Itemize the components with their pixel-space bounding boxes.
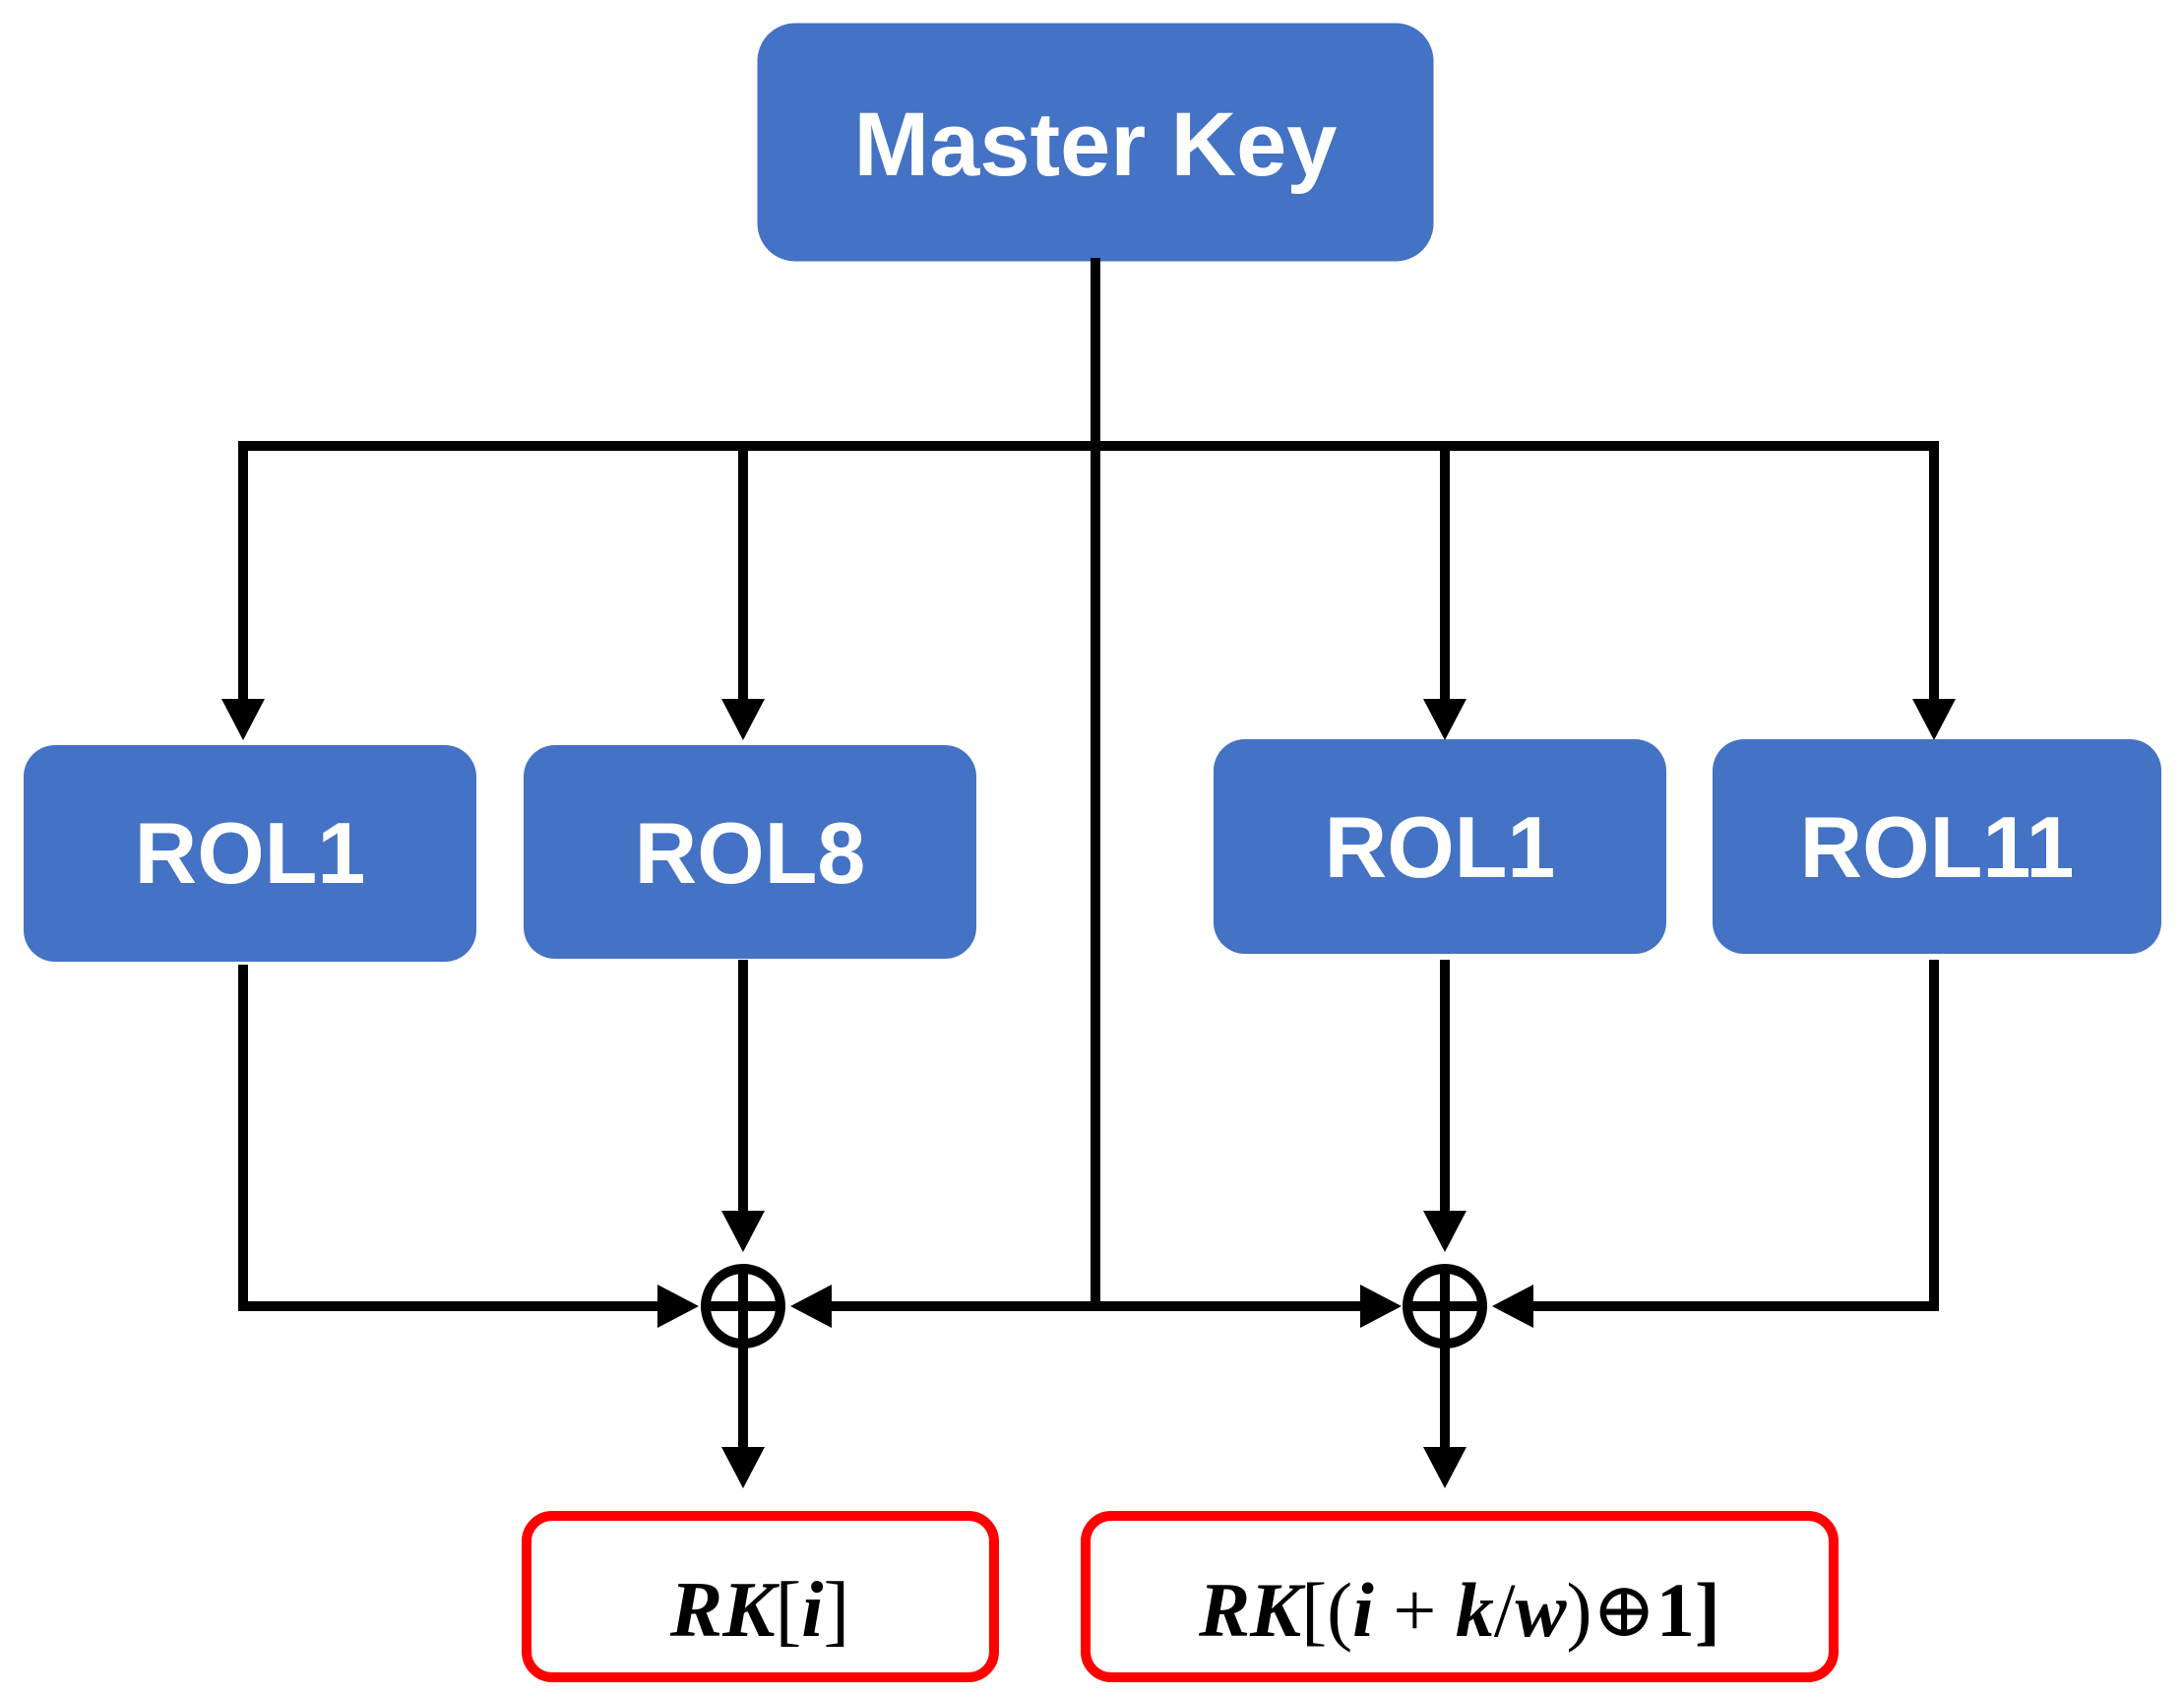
rol1-left-box: ROL1 <box>24 745 476 962</box>
arrowhead-trunk-xor-right <box>1360 1285 1402 1328</box>
rol1-left-label: ROL1 <box>135 804 366 902</box>
output-right-piece: ⊕ <box>1592 1567 1656 1653</box>
xor-right-icon <box>1403 1264 1487 1349</box>
rol1-right-label: ROL1 <box>1325 798 1556 896</box>
arrowhead-rol1-right <box>1423 699 1466 740</box>
output-right-piece: ) <box>1567 1567 1592 1653</box>
output-right-piece: i <box>1352 1567 1374 1653</box>
output-left-box: RK[i] <box>522 1511 999 1682</box>
output-right-piece: [( <box>1301 1567 1352 1653</box>
rol1-left-to-xor <box>238 965 664 1311</box>
arrowhead-rol8-xor <box>721 1211 765 1252</box>
rol8-box: ROL8 <box>524 745 976 959</box>
output-left-formula: RK[i] <box>669 1567 849 1654</box>
output-right-piece: k <box>1456 1567 1494 1653</box>
arrowhead-rol1r-xor <box>1423 1211 1466 1252</box>
connector-lines <box>238 258 1939 1452</box>
arrowhead-rol1-left <box>221 699 265 740</box>
arrowheads <box>221 699 1956 1488</box>
output-right-piece: / <box>1494 1567 1516 1653</box>
output-right-piece: RK <box>1198 1567 1306 1653</box>
output-right-piece: w <box>1516 1567 1568 1653</box>
output-left-piece: ] <box>823 1567 849 1654</box>
output-right-piece: 1] <box>1656 1567 1720 1653</box>
rol11-label: ROL11 <box>1800 798 2075 896</box>
xor-left-icon <box>701 1264 785 1349</box>
master-key-box: Master Key <box>754 20 1437 265</box>
arrowhead-trunk-xor-left <box>790 1285 832 1328</box>
output-right-box: RK[(i + k/w)⊕1] <box>1081 1511 1839 1682</box>
output-right-formula: RK[(i + k/w)⊕1] <box>1198 1567 1720 1653</box>
arrowhead-out-right <box>1423 1447 1466 1488</box>
master-key-label: Master Key <box>854 94 1338 195</box>
output-left-piece: i <box>801 1567 823 1654</box>
output-left-piece: [ <box>776 1567 802 1654</box>
arrowhead-rol11-xor <box>1492 1285 1533 1328</box>
arrowhead-out-left <box>721 1447 765 1488</box>
rol8-label: ROL8 <box>635 804 866 902</box>
output-left-piece: RK <box>669 1567 780 1654</box>
arrowhead-rol1-xor <box>657 1285 699 1328</box>
arrowhead-rol11 <box>1912 699 1956 740</box>
output-right-piece: + <box>1374 1567 1456 1653</box>
rol11-to-xor <box>1529 960 1939 1311</box>
arrowhead-rol8 <box>721 699 765 740</box>
rol11-box: ROL11 <box>1713 739 2161 954</box>
rol1-right-box: ROL1 <box>1214 739 1666 954</box>
